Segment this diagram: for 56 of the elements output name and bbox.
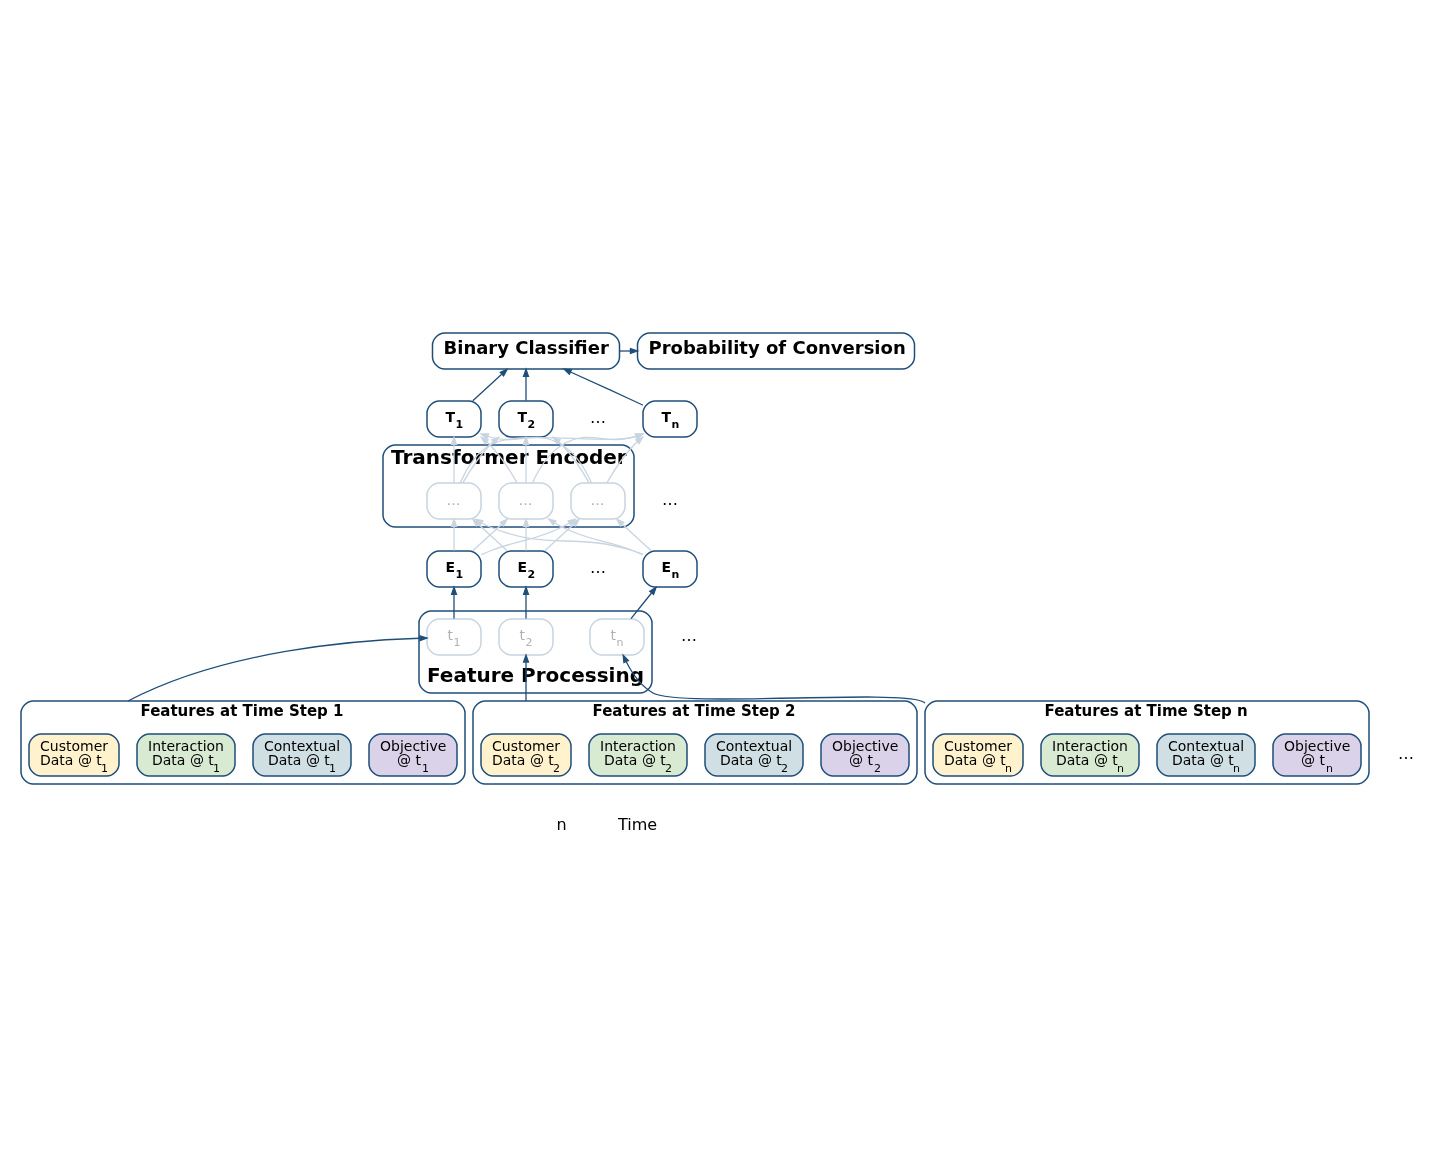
label: … xyxy=(590,557,606,577)
node-box: T$_{2}$ xyxy=(498,399,554,438)
node-box: … xyxy=(498,481,554,520)
node-box: T$_{1}$ xyxy=(426,399,482,438)
node-box: Contextual Data @ t$_{n}$ xyxy=(1156,732,1256,777)
arrow xyxy=(562,367,644,406)
arrow xyxy=(522,516,530,551)
arrow xyxy=(479,432,593,483)
arrow xyxy=(450,584,458,619)
node-box: E$_{2}$ xyxy=(498,549,554,588)
arrow xyxy=(472,367,509,401)
node-box: E$_{n}$ xyxy=(642,549,698,588)
arrow xyxy=(619,347,640,354)
arrow xyxy=(630,585,658,619)
label: … xyxy=(1398,743,1414,763)
node-box: Interaction Data @ t$_{1}$ xyxy=(136,732,236,777)
label: … xyxy=(590,407,606,427)
arrow xyxy=(531,432,645,483)
node-box: Customer Data @ t$_{1}$ xyxy=(28,732,120,777)
node-box: Objective @ t$_{n}$ xyxy=(1272,732,1362,777)
arrow xyxy=(480,517,578,555)
node-box: T$_{n}$ xyxy=(642,399,698,438)
arrow xyxy=(522,584,530,619)
arrow xyxy=(522,366,530,401)
node-box: t$_{n}$ xyxy=(589,617,645,656)
label: … xyxy=(662,489,678,509)
node-box: Customer Data @ t$_{n}$ xyxy=(932,732,1024,777)
node-box: Contextual Data @ t$_{2}$ xyxy=(704,732,804,777)
node-box: Interaction Data @ t$_{n}$ xyxy=(1040,732,1140,777)
label: Time xyxy=(618,814,658,834)
node-box: Binary Classifier xyxy=(431,331,621,370)
node-box: Objective @ t$_{1}$ xyxy=(368,732,458,777)
node-box: … xyxy=(570,481,626,520)
arrow xyxy=(544,517,581,551)
arrow xyxy=(546,517,644,555)
node-box: … xyxy=(426,481,482,520)
label: n xyxy=(556,814,567,834)
arrow xyxy=(450,516,458,551)
arrow xyxy=(479,435,518,484)
arrow xyxy=(615,517,652,551)
node-box: t$_{1}$ xyxy=(426,617,482,656)
arrow xyxy=(450,434,458,484)
node-box: Probability of Conversion xyxy=(636,331,916,370)
arrow xyxy=(462,435,501,484)
arrow xyxy=(622,652,926,703)
node-box: E$_{1}$ xyxy=(426,549,482,588)
arrow xyxy=(606,435,645,484)
node-box: Contextual Data @ t$_{1}$ xyxy=(252,732,352,777)
node-box: Objective @ t$_{2}$ xyxy=(820,732,910,777)
arrow xyxy=(551,435,590,484)
node-box: Interaction Data @ t$_{2}$ xyxy=(588,732,688,777)
node-box: t$_{2}$ xyxy=(498,617,554,656)
node-box: Customer Data @ t$_{2}$ xyxy=(480,732,572,777)
arrow xyxy=(459,432,645,484)
arrow xyxy=(127,634,429,702)
label: … xyxy=(681,625,697,645)
